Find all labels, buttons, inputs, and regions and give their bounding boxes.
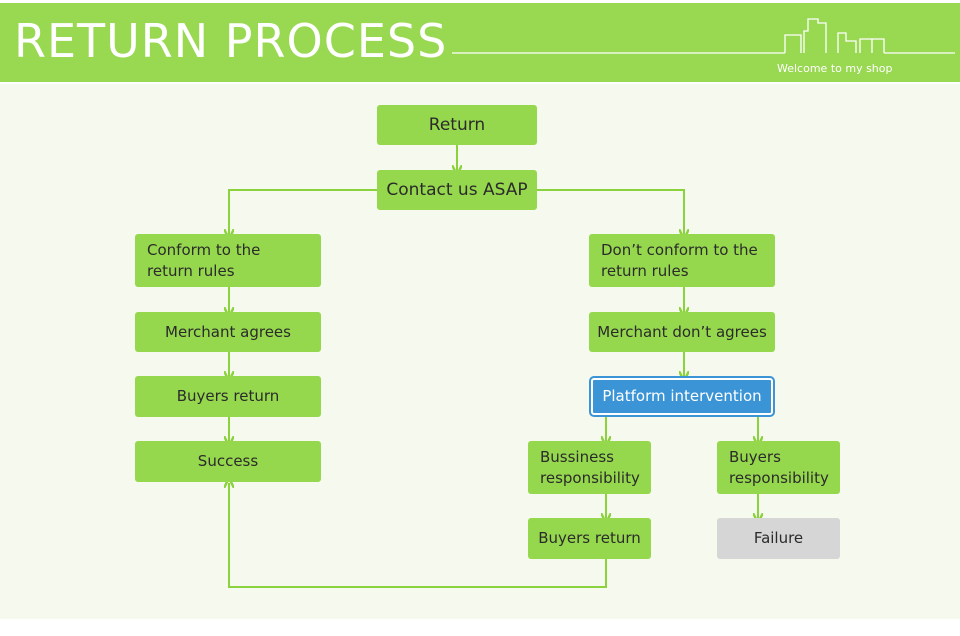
arrow-contact-to-conform	[229, 189, 377, 234]
arrow-buyers-return-to-success-loop	[229, 483, 607, 588]
page-title: RETURN PROCESS	[14, 14, 448, 68]
node-success: Success	[135, 441, 321, 482]
connector-lines	[0, 140, 960, 588]
node-conform-rules: Conform to the return rules	[135, 234, 321, 287]
flowchart-area: Return Contact us ASAP Conform to the re…	[0, 84, 960, 619]
node-buyers-return-right: Buyers return	[528, 518, 651, 559]
shop-tagline: Welcome to my shop	[777, 62, 893, 75]
node-buyers-return-left: Buyers return	[135, 376, 321, 417]
city-skyline-icon	[452, 18, 955, 54]
node-buyers-responsibility: Buyers responsibility	[717, 441, 840, 494]
arrow-contact-to-not-conform	[537, 189, 684, 234]
node-platform-intervention: Platform intervention	[589, 376, 775, 417]
node-failure: Failure	[717, 518, 840, 559]
node-contact-us: Contact us ASAP	[377, 170, 537, 210]
node-merchant-agrees: Merchant agrees	[135, 312, 321, 352]
node-not-conform-rules: Don’t conform to the return rules	[589, 234, 775, 287]
header-banner: RETURN PROCESS Welcome to my shop	[0, 3, 960, 82]
node-business-responsibility: Bussiness responsibility	[528, 441, 651, 494]
node-merchant-disagrees: Merchant don’t agrees	[589, 312, 775, 352]
node-return: Return	[377, 105, 537, 145]
